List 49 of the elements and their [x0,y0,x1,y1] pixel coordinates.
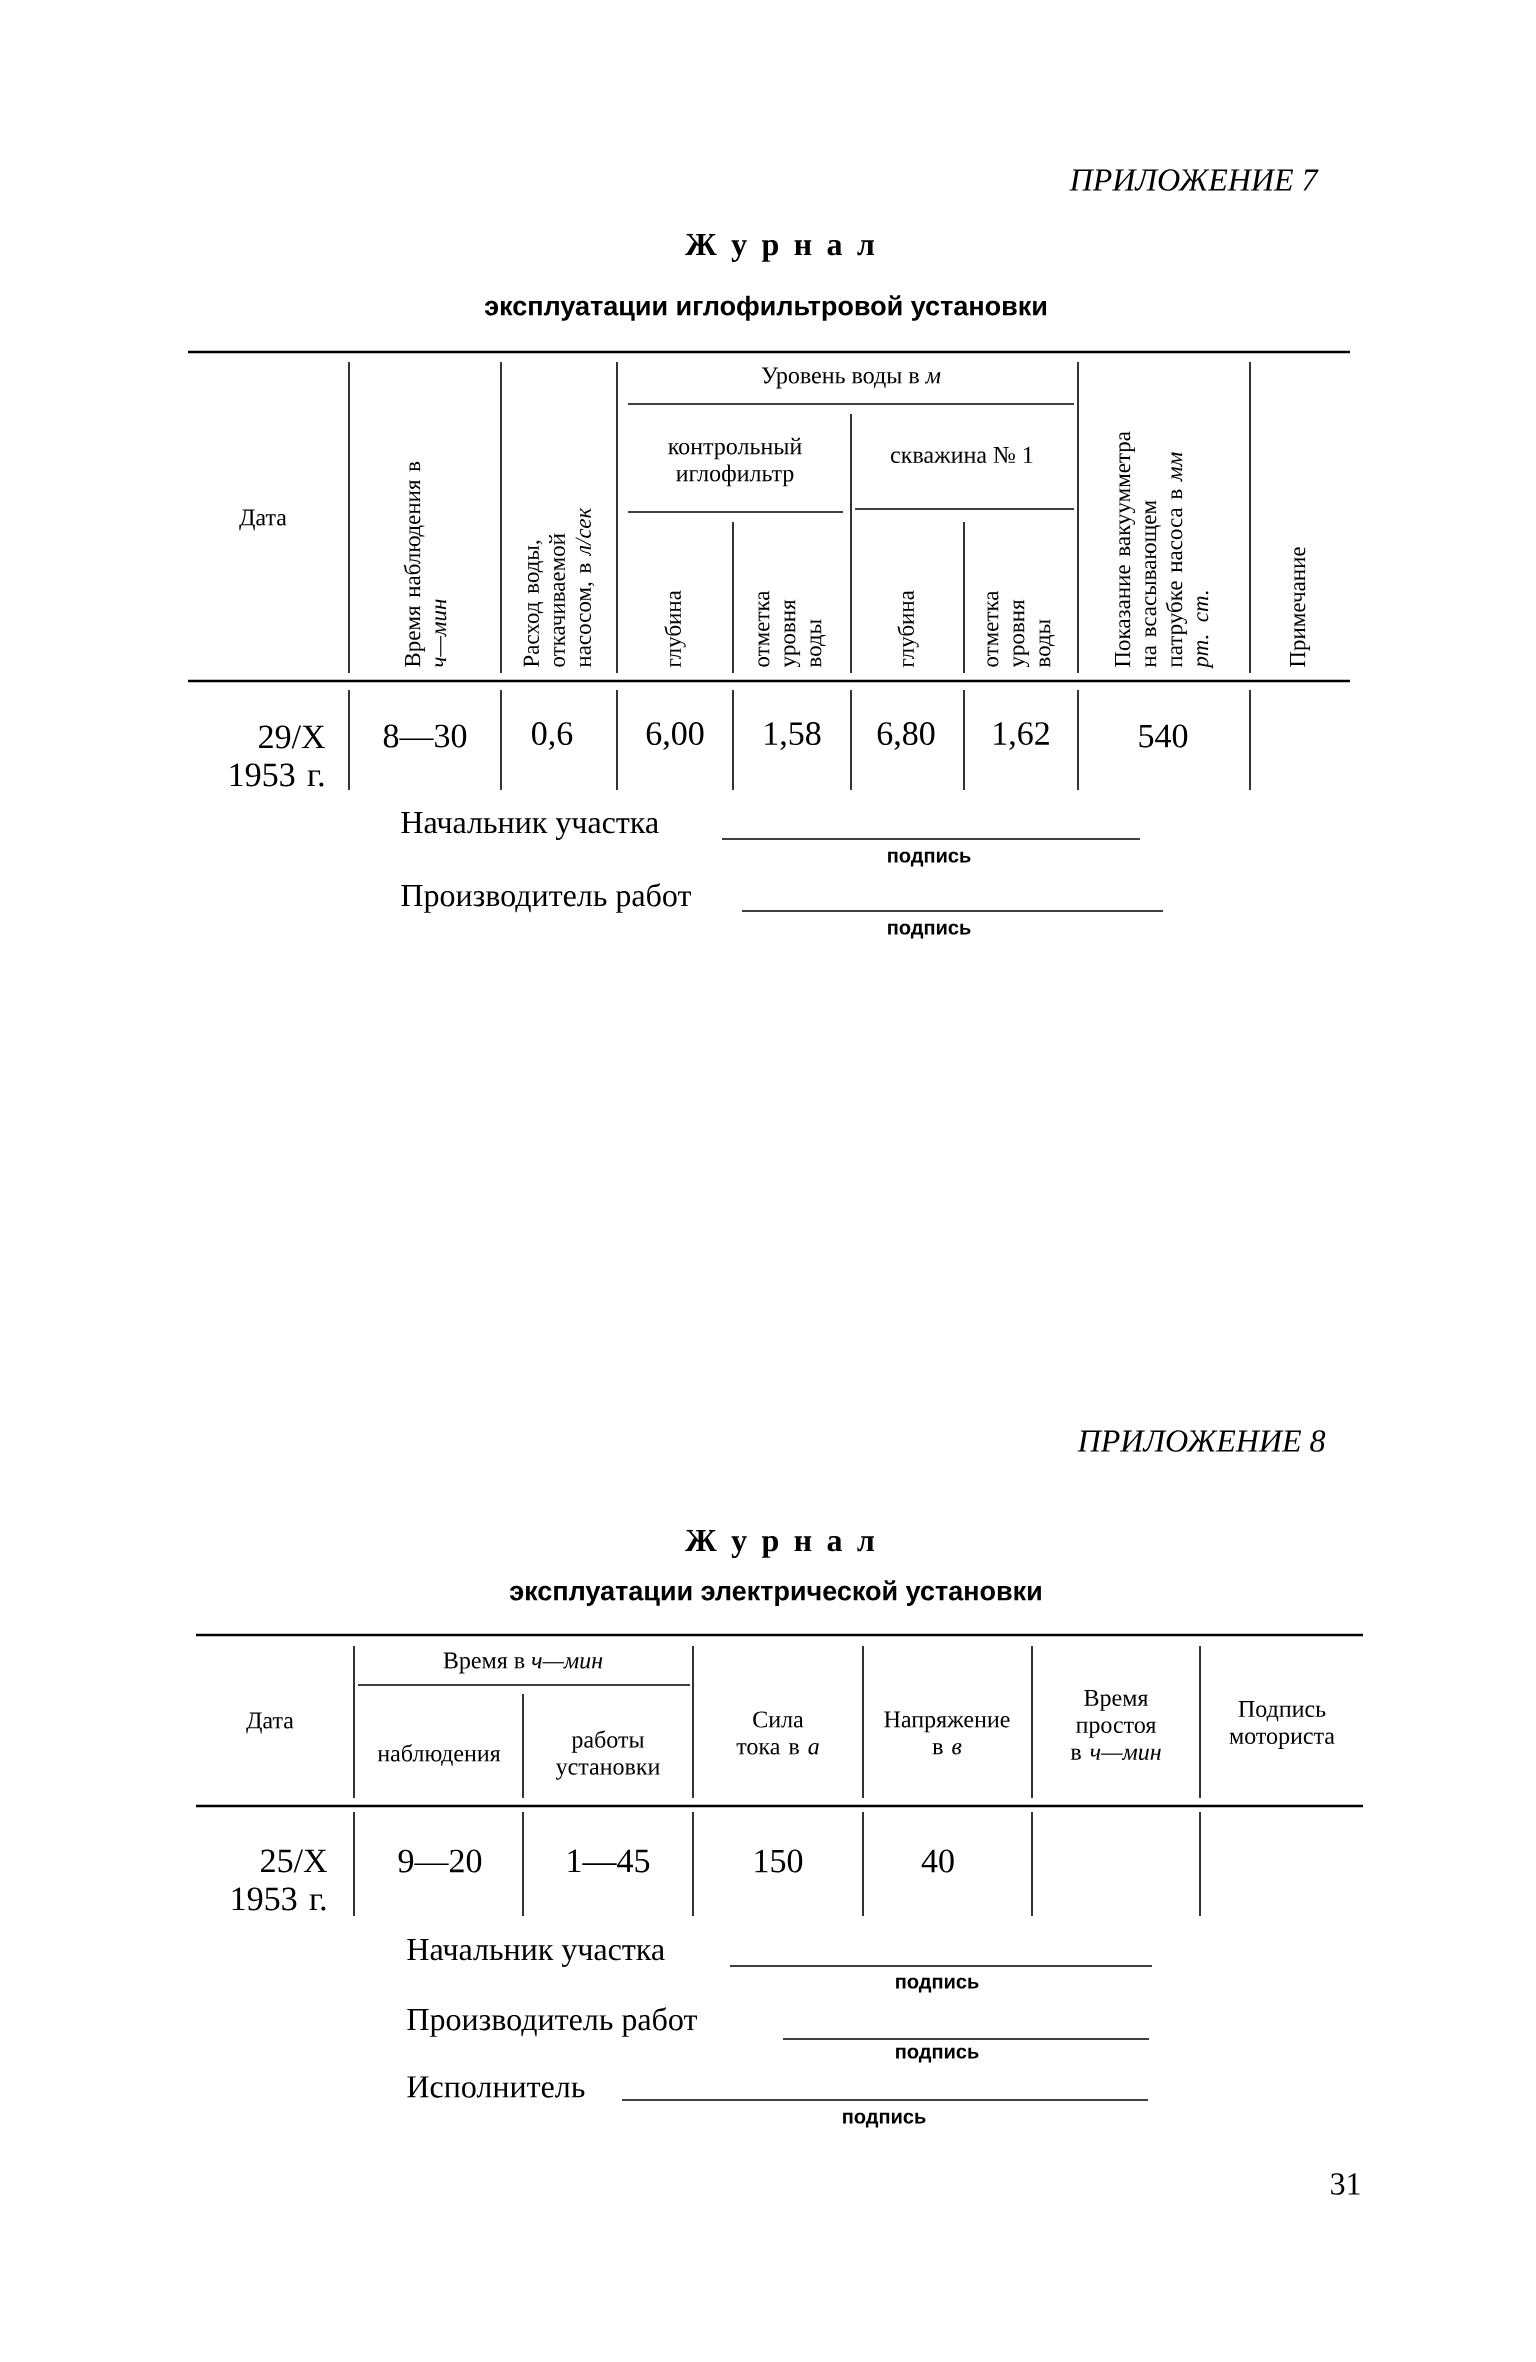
column-header: Сила тока в а [736,1711,819,1755]
signature-label: Начальник участка [401,812,659,840]
table-cell: 6,00 [646,722,704,750]
column-header: Показание вакуумметра на всасывающем патрубке насоса в мм рт. ст. [1115,431,1213,669]
column-header: Уровень воды в м [761,367,941,389]
column-header: глубина [664,590,686,668]
appendix-heading: ПРИЛОЖЕНИЕ 8 [1077,1430,1326,1452]
column-header: глубина [897,590,919,668]
appendix-heading: ПРИЛОЖЕНИЕ 7 [1069,169,1319,191]
signature-caption: подпись [896,2047,979,2063]
table-cell: 540 [1139,724,1188,748]
table-cell: 0,6 [532,722,573,750]
column-header: Напряжение в в [884,1711,1010,1755]
signature-label: Производитель работ [401,883,691,913]
signature-label: Исполнитель [407,2076,585,2098]
column-header: Дата [239,509,287,531]
column-header: Дата [246,1712,294,1734]
signature-caption: подпись [888,851,971,867]
table-cell: 1,58 [765,722,821,750]
column-header: наблюдения [377,1744,501,1766]
journal-subtitle: эксплуатации иглофильтровой установки [484,295,1046,321]
column-header: Время простоя в ч—мин [1070,1690,1161,1760]
table-cell: 6,80 [877,722,935,750]
column-header: Время в ч—мин [443,1652,603,1674]
table-cell: 40 [921,1849,954,1873]
column-header: скважина № 1 [891,447,1033,464]
journal-title: Ж у р н а л [685,234,874,262]
column-header: отметка уровня воды [987,590,1055,668]
signature-label: Производитель работ [407,2007,697,2037]
journal-title: Ж у р н а л [685,1530,874,1558]
column-header: Примечание [1290,547,1310,667]
signature-caption: подпись [888,923,971,939]
table-cell: 1,62 [994,722,1049,750]
column-header: Подпись моториста [1229,1701,1335,1749]
page-number: 31 [1331,2173,1360,2195]
column-header: отметка уровня воды [758,590,826,668]
signature-label: Начальник участка [407,1939,665,1967]
table-cell: 1—45 [568,1849,650,1873]
table-cell: 8—30 [383,724,467,748]
signature-caption: подпись [843,2112,926,2128]
table-cell: 25/X 1953 г. [232,1849,327,1911]
journal-subtitle: эксплуатации электрической установки [509,1580,1041,1606]
table-cell: 29/X 1953 г. [230,725,325,787]
signature-caption: подпись [896,1977,979,1993]
column-header: Время наблюдения в ч—мин [403,461,447,667]
table-cell: 9—20 [398,1849,482,1873]
column-header: работы установки [555,1730,660,1780]
table-cell: 150 [755,1849,803,1873]
column-header: контрольный иглофильтр [668,437,802,487]
